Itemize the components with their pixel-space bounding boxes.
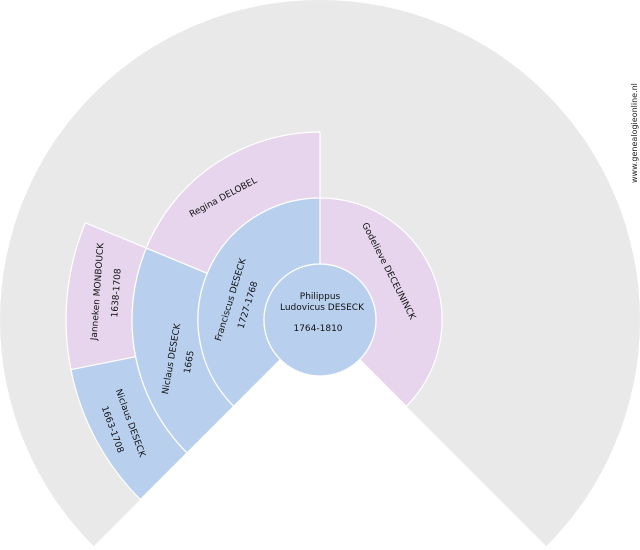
grandfather-dates: 1665 <box>183 350 197 374</box>
site-watermark: www.genealogieonline.nl <box>630 83 639 183</box>
root-name-line1: Philippus <box>300 292 341 302</box>
segment-root-person[interactable] <box>263 263 377 377</box>
root-dates: 1764-1810 <box>293 324 342 334</box>
root-name-line2: Ludovicus DESECK <box>280 303 365 313</box>
great-grandmother-dates: 1638-1708 <box>110 268 123 318</box>
